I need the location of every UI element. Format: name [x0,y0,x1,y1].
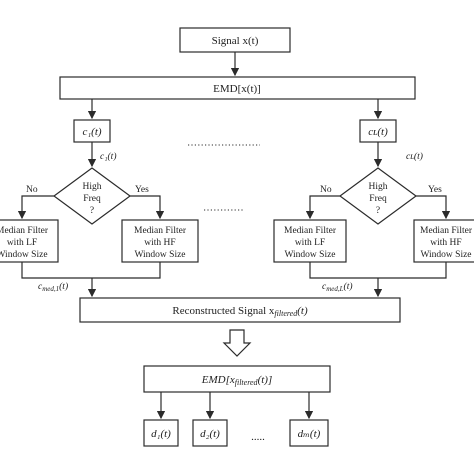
right-lf-box [273,219,347,263]
cl-label: cʟ(t) [368,126,388,138]
decision-left-l2: Freq [83,194,101,204]
cmedl-label: cmed,L(t) [322,281,353,293]
bottom-ellipsis: ..... [251,431,265,443]
emd-filtered-label: EMD[xfiltered(t)] [201,374,272,387]
right-hf-box [413,219,474,263]
decision-right-l2: Freq [369,194,387,204]
signal-label: Signal x(t) [212,35,259,47]
d2-box [192,419,228,447]
right-hf-l3: Window Size [420,250,471,260]
emd-label: EMD[x(t)] [213,83,261,95]
d1-label: d₁(t) [151,428,171,440]
right-lf-l3: Window Size [284,250,335,260]
reconstructed-label: Reconstructed Signal xfiltered(t) [172,305,308,318]
left-hf-box [121,219,199,263]
left-hf-l1: Median Filter [134,226,187,236]
c1-label: c₁(t) [82,126,101,138]
hollow-arrow-icon [222,329,252,357]
left-hf-l3: Window Size [134,250,185,260]
left-lf-l2: with LF [7,238,37,248]
decision-right-l1: High [369,182,388,192]
arrow-left-no [17,195,54,220]
decision-left [52,167,132,225]
left-lf-box [0,219,59,263]
left-no-label: No [26,185,38,195]
arrow-left-yes [130,195,165,220]
cmed1-label: cmed,1(t) [38,281,68,293]
left-hf-l2: with HF [144,238,175,248]
reconstructed-box [79,297,401,323]
d2-label: d₂(t) [200,428,220,440]
right-hf-l1: Median Filter [420,226,473,236]
arrow-right-yes [416,195,451,220]
dm-box [289,419,329,447]
right-no-label: No [320,185,332,195]
left-lf-l1: Median Filter [0,226,49,236]
dm-label: dₘ(t) [298,428,321,440]
d1-box [143,419,179,447]
emd-filtered-box [143,365,331,393]
left-lf-l3: Window Size [0,250,48,260]
right-hf-l2: with HF [430,238,461,248]
signal-box [179,27,291,53]
arrow-right-no [305,195,340,220]
left-yes-label: Yes [135,185,149,195]
decision-left-l3: ? [90,206,94,216]
decision-right [338,167,418,225]
decision-left-l1: High [83,182,102,192]
right-yes-label: Yes [428,185,442,195]
merge-right [309,262,447,279]
emd-box [59,76,416,100]
c1-out-label: c₁(t) [100,151,117,162]
cl-out-label: cʟ(t) [406,151,423,162]
right-lf-l2: with LF [295,238,325,248]
decision-right-l3: ? [376,206,380,216]
right-lf-l1: Median Filter [284,226,337,236]
merge-left [21,262,161,279]
